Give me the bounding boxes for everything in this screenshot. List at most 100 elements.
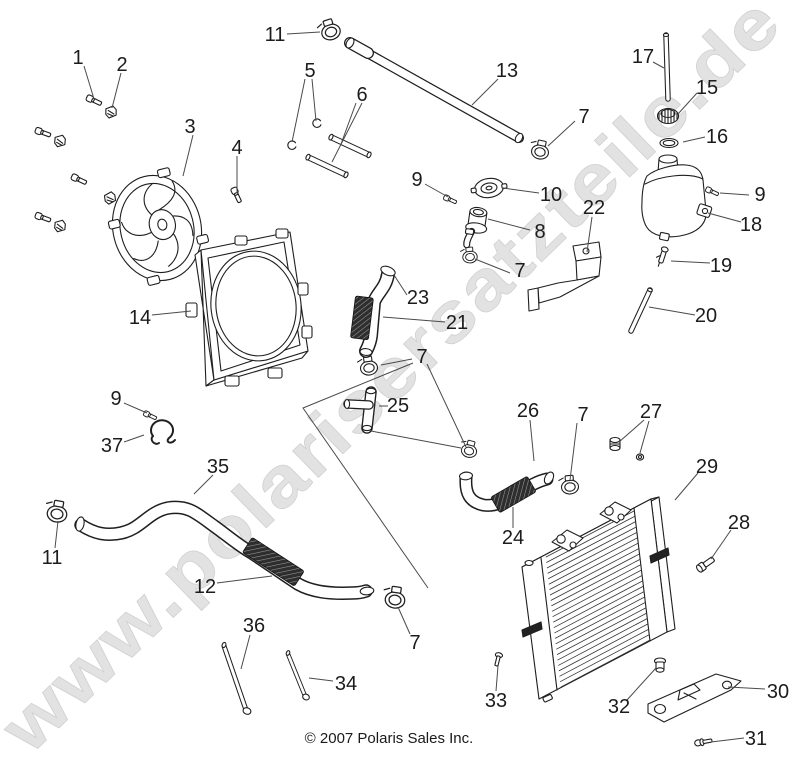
- coolant-reservoir-assembly: [628, 32, 713, 334]
- fitting-19: [655, 246, 669, 267]
- leader-line-7: [397, 606, 411, 635]
- hose-sleeve-12: [242, 537, 304, 586]
- leader-line-17: [652, 61, 665, 69]
- leader-line-9: [123, 402, 148, 414]
- leader-line-36: [240, 634, 251, 670]
- callout-4: 4: [231, 137, 242, 159]
- seal-ring-16: [659, 137, 679, 149]
- radiator-fin: [556, 601, 646, 650]
- leader-line-7: [302, 362, 429, 589]
- callout-18: 18: [740, 214, 762, 236]
- screw-31: [694, 738, 713, 747]
- bracket-30: [647, 673, 742, 723]
- callout-22: 22: [583, 197, 605, 219]
- leader-line-7: [547, 120, 576, 147]
- hose-sleeve-24: [491, 476, 536, 513]
- callout-13: 13: [496, 60, 518, 82]
- callout-5: 5: [304, 60, 315, 82]
- callout-10: 10: [540, 184, 562, 206]
- hose-23: [350, 265, 396, 358]
- reservoir-bottle-18: [641, 154, 713, 242]
- nut-27: [635, 453, 645, 461]
- leader-line-28: [710, 529, 732, 560]
- clip-icon: [53, 134, 67, 148]
- bolt-34: [285, 650, 310, 701]
- hose-sleeve-21: [350, 295, 374, 341]
- leader-line-27: [618, 419, 645, 443]
- leader-line-13: [471, 78, 499, 106]
- callout-6: 6: [356, 84, 367, 106]
- leader-line: [370, 430, 462, 449]
- callout-29: 29: [696, 456, 718, 478]
- leader-line-6: [331, 102, 363, 163]
- callout-33: 33: [485, 690, 507, 712]
- radiator-fin: [554, 591, 645, 639]
- radiator-fin: [559, 634, 650, 682]
- wire-clip-37: [150, 419, 176, 445]
- radiator-fin: [553, 580, 644, 628]
- radiator-cap: [470, 177, 508, 199]
- callout-9: 9: [110, 388, 121, 410]
- leader-line-33: [495, 665, 499, 692]
- callout-28: 28: [728, 512, 750, 534]
- bolt-36: [221, 641, 252, 715]
- callout-11: 11: [42, 547, 63, 569]
- hose-35: [74, 500, 375, 600]
- radiator-fin: [549, 542, 639, 590]
- leader-line-5: [311, 78, 317, 122]
- leader-line-29: [674, 472, 699, 501]
- callout-11: 11: [265, 24, 286, 46]
- radiator-fin: [553, 575, 643, 623]
- leader-line-14: [151, 310, 192, 316]
- drain-tube-20: [628, 287, 653, 334]
- radiator-fin: [547, 526, 637, 574]
- callout-34: 34: [335, 673, 357, 695]
- radiator-fin: [557, 612, 648, 661]
- callout-7: 7: [514, 260, 525, 282]
- leader-line-9: [424, 183, 449, 198]
- radiator-fins: [545, 510, 651, 688]
- leader-line-7: [426, 363, 467, 448]
- leader-line-37: [123, 434, 145, 443]
- leader-line-8: [487, 218, 531, 231]
- callout-24: 24: [502, 527, 524, 549]
- callout-12: 12: [194, 576, 216, 598]
- radiator-fin: [550, 553, 640, 601]
- callout-37: 37: [101, 435, 123, 457]
- tube-13: [344, 37, 524, 144]
- cooling-fan: [107, 167, 210, 286]
- leader-line-22: [586, 216, 593, 253]
- callout-14: 14: [129, 307, 151, 329]
- leader-line-7: [569, 422, 578, 481]
- radiator-fin: [548, 532, 638, 580]
- callout-7: 7: [409, 632, 420, 654]
- radiator-fin: [546, 521, 636, 569]
- callout-23: 23: [407, 287, 429, 309]
- leader-line-18: [707, 212, 742, 223]
- radiator-fin: [549, 548, 640, 596]
- leader-line-3: [182, 134, 194, 177]
- grommet-27: [609, 436, 621, 452]
- leader-line-32: [626, 667, 657, 701]
- callout-32: 32: [608, 696, 630, 718]
- leader-line-16: [682, 136, 706, 143]
- radiator-fin: [551, 564, 642, 612]
- extra-leader-lines: [370, 430, 462, 449]
- leader-line-21: [382, 316, 446, 323]
- hose-24: [458, 471, 555, 513]
- radiator-fin: [559, 628, 650, 677]
- leader-line-19: [670, 260, 711, 264]
- callout-16: 16: [706, 126, 728, 148]
- callout-20: 20: [695, 305, 717, 327]
- leader-line-2: [111, 72, 122, 109]
- callout-1: 1: [72, 47, 83, 69]
- callout-7: 7: [577, 404, 588, 426]
- callout-30: 30: [767, 681, 789, 703]
- radiator-fin: [558, 618, 648, 666]
- callout-15: 15: [696, 77, 718, 99]
- callout-35: 35: [207, 456, 229, 478]
- leader-line-7: [474, 258, 511, 274]
- leader-line-11: [286, 31, 321, 35]
- leader-line-31: [710, 737, 745, 743]
- leader-line-5: [291, 78, 306, 143]
